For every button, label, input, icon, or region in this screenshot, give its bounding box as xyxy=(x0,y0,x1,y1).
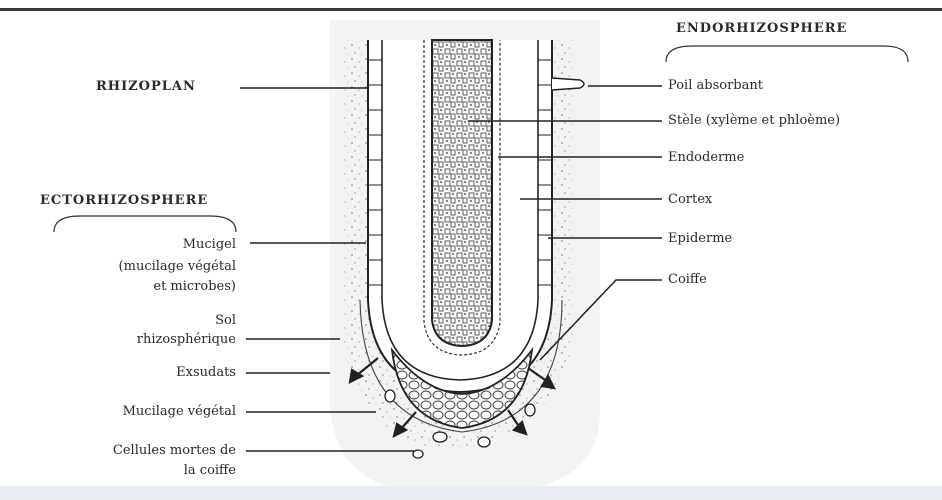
rhizoplan-heading: RHIZOPLAN xyxy=(96,78,196,95)
bottom-band xyxy=(0,486,942,500)
label-sol-line1: Sol xyxy=(215,312,236,329)
label-cortex: Cortex xyxy=(668,191,712,208)
ectorhizosphere-brace xyxy=(54,216,236,232)
label-sol-line2: rhizosphérique xyxy=(137,331,236,348)
stele xyxy=(432,40,492,346)
root-hair xyxy=(552,78,584,90)
label-mucigel-line2: (mucilage végétal xyxy=(119,258,236,275)
label-poil-absorbant: Poil absorbant xyxy=(668,77,763,94)
label-mucigel-line3: et microbes) xyxy=(153,278,236,295)
label-mucilage: Mucilage végétal xyxy=(123,403,236,420)
label-cellules-line2: la coiffe xyxy=(184,462,236,479)
label-cellules-line1: Cellules mortes de xyxy=(113,442,236,459)
label-coiffe: Coiffe xyxy=(668,271,707,288)
endorhizosphere-brace xyxy=(666,46,908,62)
endorhizosphere-heading: ENDORHIZOSPHERE xyxy=(676,20,847,37)
label-stele: Stèle (xylème et phloème) xyxy=(668,112,840,129)
ectorhizosphere-heading: ECTORHIZOSPHERE xyxy=(40,192,208,209)
label-mucigel-line1: Mucigel xyxy=(183,236,236,253)
label-exsudats: Exsudats xyxy=(176,364,236,381)
label-endoderme: Endoderme xyxy=(668,149,744,166)
label-epiderme: Epiderme xyxy=(668,230,732,247)
